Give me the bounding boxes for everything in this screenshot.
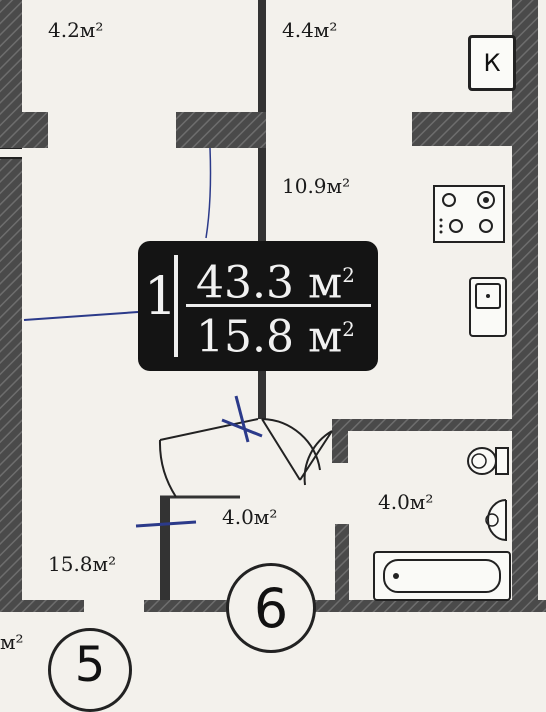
right-outer-wall [512,0,538,612]
fraction-line [186,304,371,307]
living-area: 15.8 м2 [196,307,355,361]
living-area-value: 15.8 м [196,311,343,363]
unit-number: 6 [253,576,289,640]
left-wall-window-gap [0,148,22,158]
toilet-icon [467,447,509,475]
bathroom-left-wall-upper [332,419,348,463]
right-upper-wall [412,112,538,146]
neighbor-unit-number: 5 [74,637,106,693]
door-swing-entry [158,418,259,498]
room-area-hall: 4.0м² [222,505,278,529]
pen-mark-kitchen [205,147,212,239]
floor-plan [0,0,546,612]
room-area-bath: 4.0м² [378,490,434,514]
bottom-wall-gap [84,600,144,612]
kitchen-badge-label: К [483,49,501,77]
living-area-superscript: 2 [342,318,355,341]
pen-mark-living [23,311,139,321]
left-outer-wall [0,0,22,600]
kitchen-badge: К [468,35,516,91]
pen-mark-cross [221,395,263,443]
bathroom-left-wall-lower [335,524,349,610]
rooms-count: 1 [144,267,178,327]
stove-icon [433,185,505,243]
door-swing-bath [299,430,333,486]
bathtub-icon [373,551,511,601]
room-area-living: 15.8м² [48,552,117,576]
center-partition-top [258,0,266,112]
center-partition-low [258,371,266,419]
hall-wall-left [160,497,170,607]
sink-icon [469,277,507,337]
room-area-kitchen: 10.9м² [282,174,351,198]
top-left-wall-stub [0,112,48,148]
summary-divider [174,255,178,357]
room-area-top-right: 4.4м² [282,18,338,42]
center-partition-mid [258,148,266,242]
room-area-bottom-left: м² [0,630,24,654]
bathroom-top-wall [332,419,516,431]
door-swing-hall [261,418,321,481]
unit-number-badge: 6 [226,563,316,653]
center-wall-block [176,112,266,148]
total-area: 43.3 м2 [196,253,355,307]
washbasin-icon [485,499,507,542]
room-area-top-left: 4.2м² [48,18,104,42]
apartment-summary-label: 1 43.3 м2 15.8 м2 [138,241,378,371]
total-area-superscript: 2 [342,264,355,287]
neighbor-unit-badge: 5 [48,628,132,712]
pen-mark-hall [135,520,197,528]
total-area-value: 43.3 м [196,257,343,309]
